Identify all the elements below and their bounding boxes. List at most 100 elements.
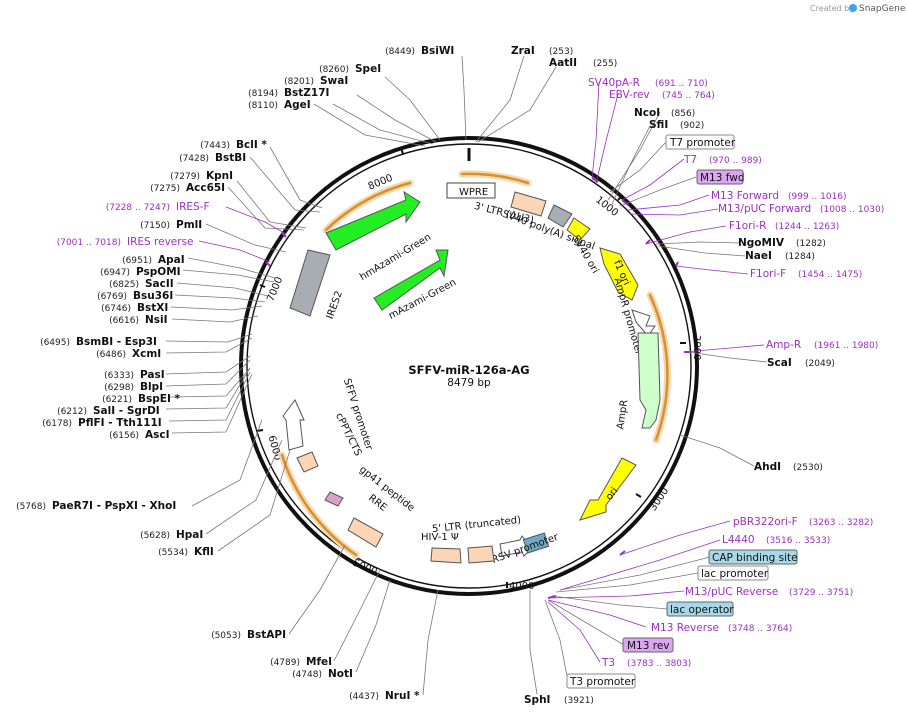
enzyme-name[interactable]: NgoMIV xyxy=(738,237,785,249)
enzyme-name[interactable]: AhdI xyxy=(754,461,781,473)
primer-name[interactable]: EBV-rev xyxy=(609,89,650,101)
feature-hmazami[interactable] xyxy=(325,190,421,251)
primer-name[interactable]: pBR322ori-F xyxy=(733,516,798,528)
primer-name[interactable]: T7 xyxy=(683,154,697,166)
feature-ampr[interactable] xyxy=(637,332,661,429)
primer-name[interactable]: Amp-R xyxy=(766,339,801,351)
enzyme-pos: (6951) xyxy=(122,256,152,266)
lac-promoter-box[interactable] xyxy=(697,565,769,581)
enzyme-name[interactable]: BspEI * xyxy=(138,393,181,405)
feature-wpre-box[interactable] xyxy=(446,182,496,199)
feature-hiv-psi[interactable] xyxy=(430,547,462,564)
primer-name[interactable]: M13 Reverse xyxy=(651,622,719,634)
enzyme-pos: (8449) xyxy=(385,47,415,57)
enzyme-name[interactable]: BclI * xyxy=(236,139,267,151)
primer-name[interactable]: M13 Forward xyxy=(711,190,779,202)
cap-site-label: CAP binding site xyxy=(712,552,798,564)
enzyme-name[interactable]: PspOMI xyxy=(136,266,181,278)
tick-label-7000: 7000 xyxy=(266,276,286,304)
primer-pos: (691 .. 710) xyxy=(655,79,708,89)
primer-pos: (999 .. 1016) xyxy=(788,192,847,202)
feature-ori[interactable] xyxy=(579,457,637,521)
primer-leader-lines xyxy=(198,81,765,663)
primer-name[interactable]: T3 xyxy=(601,657,615,669)
right-enzyme-list: ZraI (253) AatII (255) NcoI (856) SfiI (… xyxy=(511,45,835,706)
feature-rre[interactable] xyxy=(347,517,384,548)
enzyme-name[interactable]: PasI xyxy=(140,369,165,381)
credit-brand: SnapGene xyxy=(859,4,906,14)
enzyme-name[interactable]: SalI - SgrDI xyxy=(93,405,160,417)
enzyme-name[interactable]: BstZ17I xyxy=(284,87,329,99)
enzyme-pos: (4789) xyxy=(270,658,300,668)
feature-sffv-promoter[interactable] xyxy=(282,399,305,451)
primer-pos: (970 .. 989) xyxy=(709,156,762,166)
enzyme-name[interactable]: PaeR7I - PspXI - XhoI xyxy=(52,500,176,512)
primer-name[interactable]: IRES reverse xyxy=(127,236,194,248)
feature-sv40ori[interactable] xyxy=(566,217,591,241)
primer-name[interactable]: M13/pUC Reverse xyxy=(685,586,778,598)
enzyme-name[interactable]: PflFI - Tth111I xyxy=(78,417,162,429)
enzyme-pos: (5768) xyxy=(16,502,46,512)
enzyme-name[interactable]: SacII xyxy=(145,278,174,290)
feature-cppt[interactable] xyxy=(296,451,319,473)
enzyme-name[interactable]: ScaI xyxy=(767,357,792,369)
enzyme-name[interactable]: BlpI xyxy=(140,381,163,393)
feature-3ltr[interactable] xyxy=(510,191,547,217)
feature-ires2[interactable] xyxy=(289,249,331,317)
enzyme-name[interactable]: BstAPI xyxy=(247,629,286,641)
enzyme-name[interactable]: KflI xyxy=(194,546,214,558)
enzyme-name[interactable]: AgeI xyxy=(284,99,311,111)
feature-5ltr[interactable] xyxy=(467,545,495,564)
t7-promoter-box[interactable] xyxy=(665,134,735,150)
enzyme-name[interactable]: KpnI xyxy=(206,170,233,182)
enzyme-name[interactable]: BstBI xyxy=(215,152,246,164)
primer-name[interactable]: SV40pA-R xyxy=(588,77,640,89)
enzyme-name[interactable]: XcmI xyxy=(132,348,161,360)
t3-promoter-box[interactable] xyxy=(566,673,636,689)
primer-name[interactable]: F1ori-R xyxy=(729,220,766,232)
enzyme-pos: (253) xyxy=(549,47,573,57)
feature-ampr-promoter[interactable] xyxy=(631,309,656,337)
primer-name[interactable]: M13/pUC Forward xyxy=(718,203,811,215)
enzyme-pos: (6616) xyxy=(109,316,139,326)
enzyme-name[interactable]: NruI * xyxy=(385,690,420,702)
enzyme-name[interactable]: NotI xyxy=(328,668,353,680)
enzyme-name[interactable]: ApaI xyxy=(158,254,185,266)
primer-name[interactable]: L4440 xyxy=(722,534,755,546)
enzyme-name[interactable]: SfiI xyxy=(649,119,668,131)
enzyme-name[interactable]: Bsu36I xyxy=(133,290,173,302)
enzyme-pos: (7428) xyxy=(179,154,209,164)
enzyme-name[interactable]: BsiWI xyxy=(421,45,454,57)
feature-sv40pa[interactable] xyxy=(547,204,573,228)
primer-name[interactable]: F1ori-F xyxy=(750,268,786,280)
lac-operator-box[interactable] xyxy=(666,601,734,617)
t7-promoter-label: T7 promoter xyxy=(669,137,736,149)
enzyme-name[interactable]: MfeI xyxy=(306,656,332,668)
enzyme-name[interactable]: NaeI xyxy=(745,250,772,262)
enzyme-name[interactable]: Acc65I xyxy=(186,182,225,194)
enzyme-pos: (902) xyxy=(680,121,704,131)
m13-fwd-box[interactable] xyxy=(696,169,744,185)
feature-f1ori[interactable] xyxy=(599,247,639,301)
enzyme-name[interactable]: BstXI xyxy=(137,302,168,314)
cap-site-box[interactable] xyxy=(708,549,798,565)
feature-gp41[interactable] xyxy=(324,491,344,507)
primer-pos: (7228 .. 7247) xyxy=(106,203,170,213)
m13-rev-box[interactable] xyxy=(622,637,674,653)
feature-lac-region[interactable] xyxy=(522,532,550,554)
enzyme-name[interactable]: PmlI xyxy=(176,219,202,231)
enzyme-name[interactable]: AatII xyxy=(549,57,577,69)
feature-mazami[interactable] xyxy=(373,249,449,311)
feature-ires2-label: IRES2 xyxy=(325,290,345,321)
enzyme-name[interactable]: SphI xyxy=(524,694,550,706)
primer-name[interactable]: IRES-F xyxy=(176,201,210,213)
enzyme-pos: (8201) xyxy=(284,77,314,87)
enzyme-name[interactable]: SpeI xyxy=(355,63,381,75)
enzyme-name[interactable]: BsmBI - Esp3I xyxy=(76,336,157,348)
enzyme-name[interactable]: NsiI xyxy=(145,314,168,326)
enzyme-name[interactable]: NcoI xyxy=(634,107,660,119)
enzyme-name[interactable]: AscI xyxy=(145,429,170,441)
enzyme-name[interactable]: HpaI xyxy=(176,529,203,541)
enzyme-name[interactable]: SwaI xyxy=(320,75,348,87)
enzyme-name[interactable]: ZraI xyxy=(511,45,535,57)
